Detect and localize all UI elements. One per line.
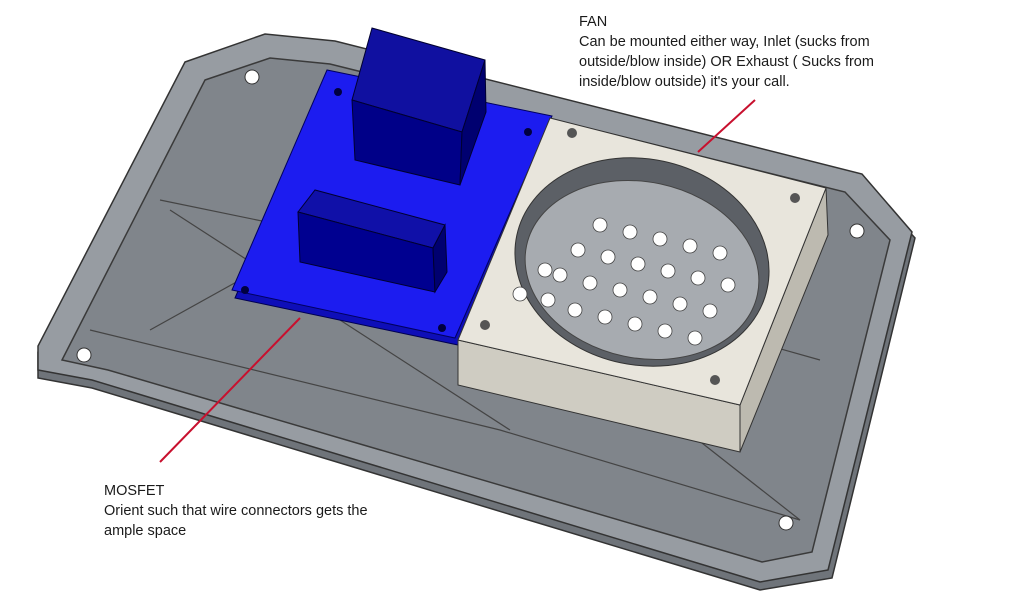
- fan-grill: [512, 217, 736, 346]
- fan-annotation-line: Can be mounted either way, Inlet (sucks …: [579, 34, 870, 50]
- fan-annotation-line: outside/blow inside) OR Exhaust ( Sucks …: [579, 54, 874, 70]
- mosfet-annotation-line: ample space: [104, 523, 187, 539]
- fan-housing: [457, 117, 829, 453]
- mosfet-board: [231, 27, 556, 346]
- mosfet-leader-line: [159, 317, 301, 463]
- mosfet-annotation-title: MOSFET: [104, 483, 165, 499]
- mosfet-annotation: MOSFET Orient such that wire connectors …: [104, 481, 368, 541]
- fan-annotation-title: FAN: [579, 14, 608, 30]
- fan-annotation: FAN Can be mounted either way, Inlet (su…: [579, 12, 874, 92]
- fan-annotation-line: inside/blow outside) it's your call.: [579, 74, 790, 90]
- mosfet-annotation-line: Orient such that wire connectors gets th…: [104, 503, 368, 519]
- fan-leader-line: [697, 99, 756, 153]
